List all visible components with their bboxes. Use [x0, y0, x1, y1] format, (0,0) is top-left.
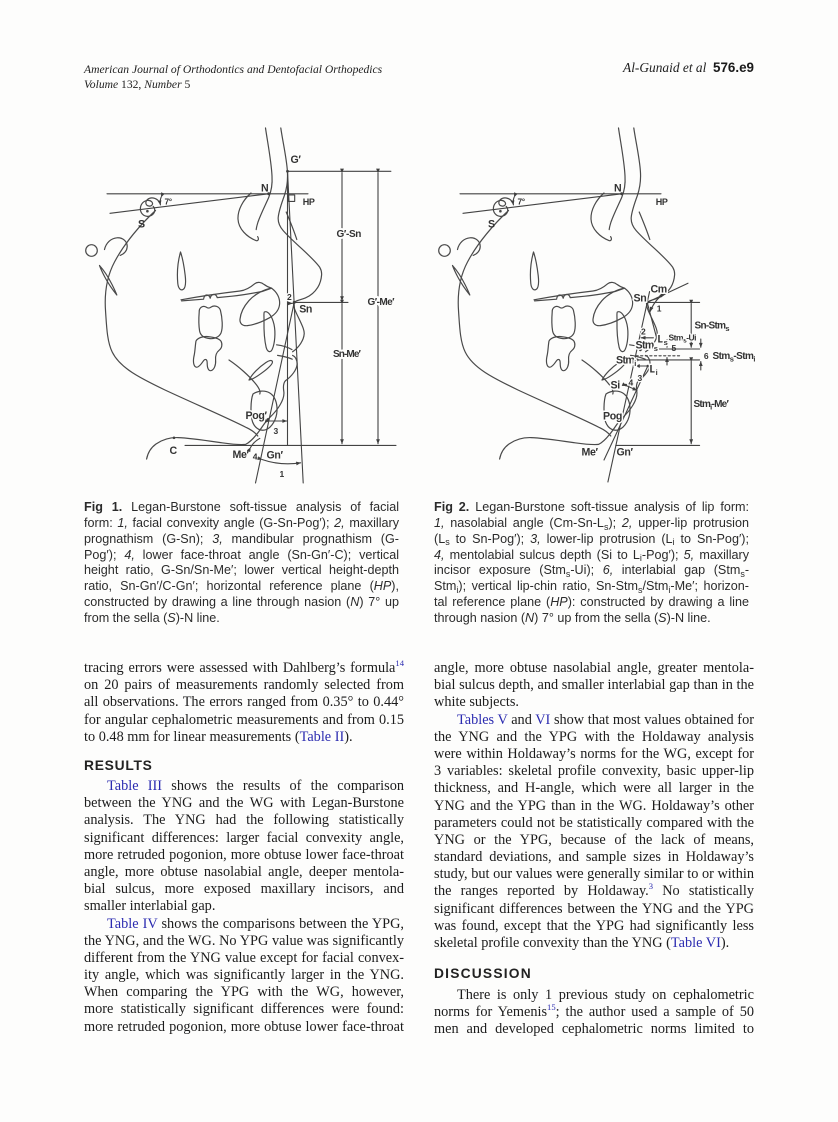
svg-text:G′-Sn: G′-Sn: [337, 229, 362, 240]
svg-text:S: S: [138, 219, 145, 231]
svg-text:Si: Si: [611, 380, 621, 392]
svg-text:5: 5: [672, 343, 677, 353]
svg-text:N: N: [614, 182, 621, 194]
svg-text:Cm: Cm: [651, 284, 667, 296]
svg-text:1: 1: [657, 304, 662, 314]
svg-text:Sn-Me′: Sn-Me′: [333, 349, 362, 360]
svg-text:6: 6: [704, 351, 709, 361]
svg-text:3: 3: [638, 373, 643, 383]
svg-text:Stms-Ui: Stms-Ui: [669, 333, 697, 345]
svg-text:Stmi: Stmi: [616, 354, 636, 368]
svg-text:Gn′: Gn′: [617, 447, 634, 459]
svg-text:N: N: [261, 182, 268, 194]
svg-text:7°: 7°: [518, 197, 525, 207]
svg-text:Stms: Stms: [636, 340, 658, 354]
svg-text:Sn: Sn: [299, 303, 312, 315]
svg-text:Pog: Pog: [603, 411, 622, 423]
svg-text:Sn-Stms: Sn-Stms: [695, 321, 730, 334]
svg-text:Me′: Me′: [233, 449, 250, 461]
svg-text:1: 1: [280, 469, 285, 479]
svg-text:3: 3: [274, 426, 279, 436]
svg-text:G′: G′: [291, 154, 302, 166]
svg-text:S: S: [488, 219, 495, 231]
svg-text:4: 4: [253, 452, 258, 462]
svg-text:4: 4: [629, 378, 634, 388]
svg-text:G′-Me′: G′-Me′: [368, 297, 396, 308]
svg-text:Stmi-Me′: Stmi-Me′: [694, 399, 730, 412]
svg-text:Li: Li: [650, 363, 658, 377]
svg-text:Gn′: Gn′: [267, 450, 284, 462]
svg-text:HP: HP: [303, 197, 315, 207]
svg-text:C: C: [170, 445, 178, 457]
svg-text:Ls: Ls: [658, 334, 668, 348]
svg-text:7°: 7°: [165, 197, 172, 207]
svg-text:Pog′: Pog′: [246, 410, 268, 422]
svg-text:Stms-Stmi: Stms-Stmi: [713, 351, 756, 364]
svg-text:2: 2: [287, 292, 292, 302]
svg-text:Me′: Me′: [582, 447, 599, 459]
svg-text:HP: HP: [656, 197, 668, 207]
svg-text:2: 2: [641, 327, 646, 337]
svg-text:Sn: Sn: [634, 293, 647, 305]
